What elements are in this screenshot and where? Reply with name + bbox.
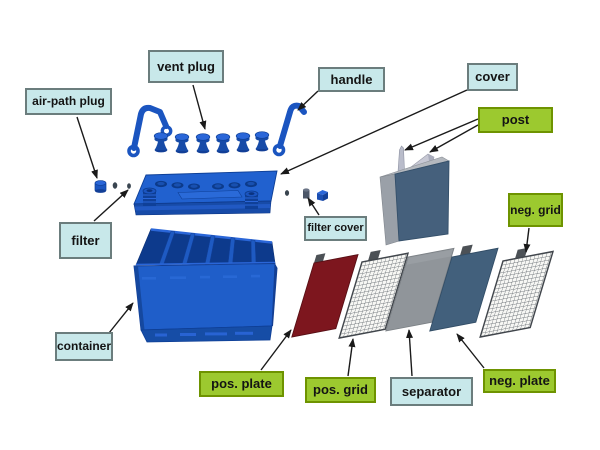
vent-plug-art: [153, 131, 270, 154]
label-container: container: [55, 332, 113, 361]
handle-art: [127, 102, 307, 158]
label-vent-plug: vent plug: [148, 50, 224, 83]
element-box-art: [379, 156, 450, 246]
label-pos-grid: pos. grid: [305, 377, 376, 403]
label-handle: handle: [318, 67, 385, 92]
pos-grid-art: [338, 249, 410, 339]
neg-plate-art: [429, 244, 499, 332]
label-post: post: [478, 107, 553, 133]
cover-art: [133, 170, 278, 216]
separator-art: [385, 247, 455, 332]
neg-grid-art: [479, 247, 555, 338]
label-air-path-plug: air-path plug: [25, 88, 112, 115]
pos-plate-art: [291, 253, 359, 338]
label-separator: separator: [390, 377, 473, 406]
label-neg-plate: neg. plate: [483, 369, 556, 393]
label-filter: filter: [59, 222, 112, 259]
filter-cover-art: [303, 188, 328, 201]
label-filter-cover: filter cover: [304, 216, 367, 241]
label-neg-grid: neg. grid: [508, 193, 563, 227]
label-pos-plate: pos. plate: [199, 371, 284, 397]
label-cover: cover: [467, 63, 518, 91]
air-path-plug-art: [94, 180, 107, 193]
container-art: [133, 228, 278, 343]
leader-arrows: [76, 84, 531, 377]
filter-art: [112, 182, 290, 196]
